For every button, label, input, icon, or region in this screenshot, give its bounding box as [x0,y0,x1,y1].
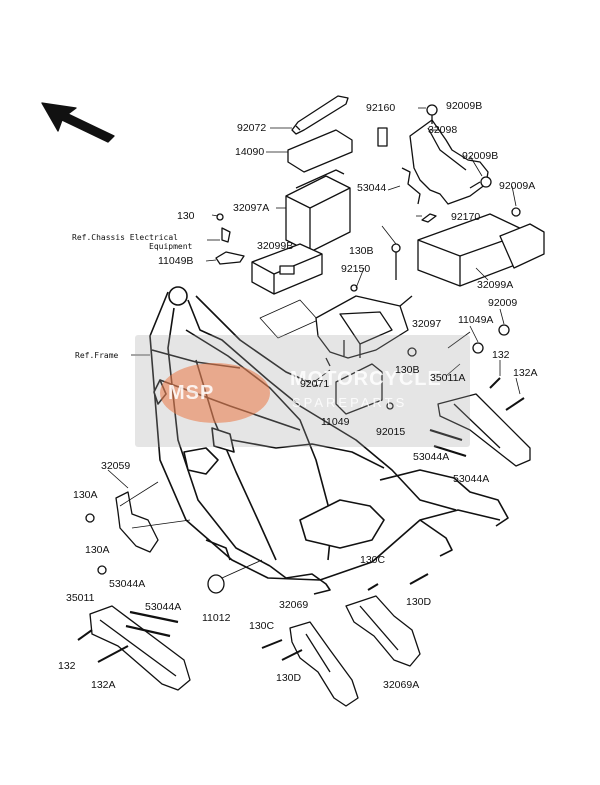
part-label: 130D [406,596,432,608]
part-label: 130B [395,364,420,376]
part-label: 11012 [202,612,231,624]
clip-part [421,213,437,223]
footpeg-bracket-32069 [289,621,359,707]
part-label: 130A [73,489,98,501]
footrest-bracket-left [89,605,191,691]
front-direction-arrow-icon [41,102,115,143]
grommet-part [207,574,225,594]
part-label: 92009B [462,150,499,162]
part-label: 92150 [341,263,371,275]
small-block-part [377,127,388,147]
part-label: 132 [58,660,76,672]
part-label: 130C [360,554,386,566]
part-label: 11049 [321,416,350,428]
bracket-11049 [325,347,417,415]
watermark-subtitle: SPAREPARTS [292,395,408,410]
part-label: 132A [513,367,538,379]
part-label: 11049B [158,255,194,267]
part-label: 32069A [383,679,420,691]
part-label: 92170 [451,211,481,223]
battery-holder [315,243,413,359]
part-label: 32069 [279,599,309,611]
watermark-logo-text: MSP [168,382,215,404]
part-label: 32098 [428,124,458,136]
battery-case [285,169,351,253]
footrest-bracket-right [437,393,531,467]
reference-label: Ref.Frame [75,351,119,360]
part-label: 32097 [412,318,442,330]
side-box [417,207,545,287]
part-label: 53044A [145,601,182,613]
part-label: 130B [349,245,374,257]
watermark-logo [160,363,270,423]
part-label: 92009 [488,297,518,309]
part-label: 132A [91,679,116,691]
reference-label: Equipment [149,242,193,251]
part-label: 53044 [357,182,387,194]
spring-rod [401,167,421,205]
part-label: 35011 [66,592,95,604]
battery-pad [287,129,353,173]
bolt-icon [469,176,492,189]
leader-lines [107,107,521,489]
part-label: 53044A [413,451,450,463]
part-label: 32099B [257,240,294,252]
part-label: 92015 [376,426,406,438]
part-label: 35011A [430,372,466,384]
part-label: 92009A [499,180,536,192]
part-label: 14090 [235,146,265,158]
part-label: 92071 [300,378,330,390]
part-label: 130C [249,620,275,632]
part-label: 130D [276,672,302,684]
left-bracket-32059 [85,491,159,575]
part-label: 53044A [453,473,490,485]
reference-label: Ref.Chassis Electrical [72,233,178,242]
footpeg-bracket-32069A [345,595,421,667]
part-label: 32097A [233,202,270,214]
part-label: 92160 [366,102,396,114]
part-label: 130 [177,210,195,222]
part-label: 11049A [458,314,494,326]
watermark-title: MOTORCYCLE [290,368,442,390]
part-label: 92009B [446,100,483,112]
part-label: 92072 [237,122,267,134]
part-label: 130A [85,544,110,556]
part-label: 53044A [109,578,146,590]
part-label: 32059 [101,460,131,472]
battery-tray [251,243,323,295]
battery-strap [291,95,349,135]
part-label: 132 [492,349,510,361]
part-label: 32099A [477,279,514,291]
